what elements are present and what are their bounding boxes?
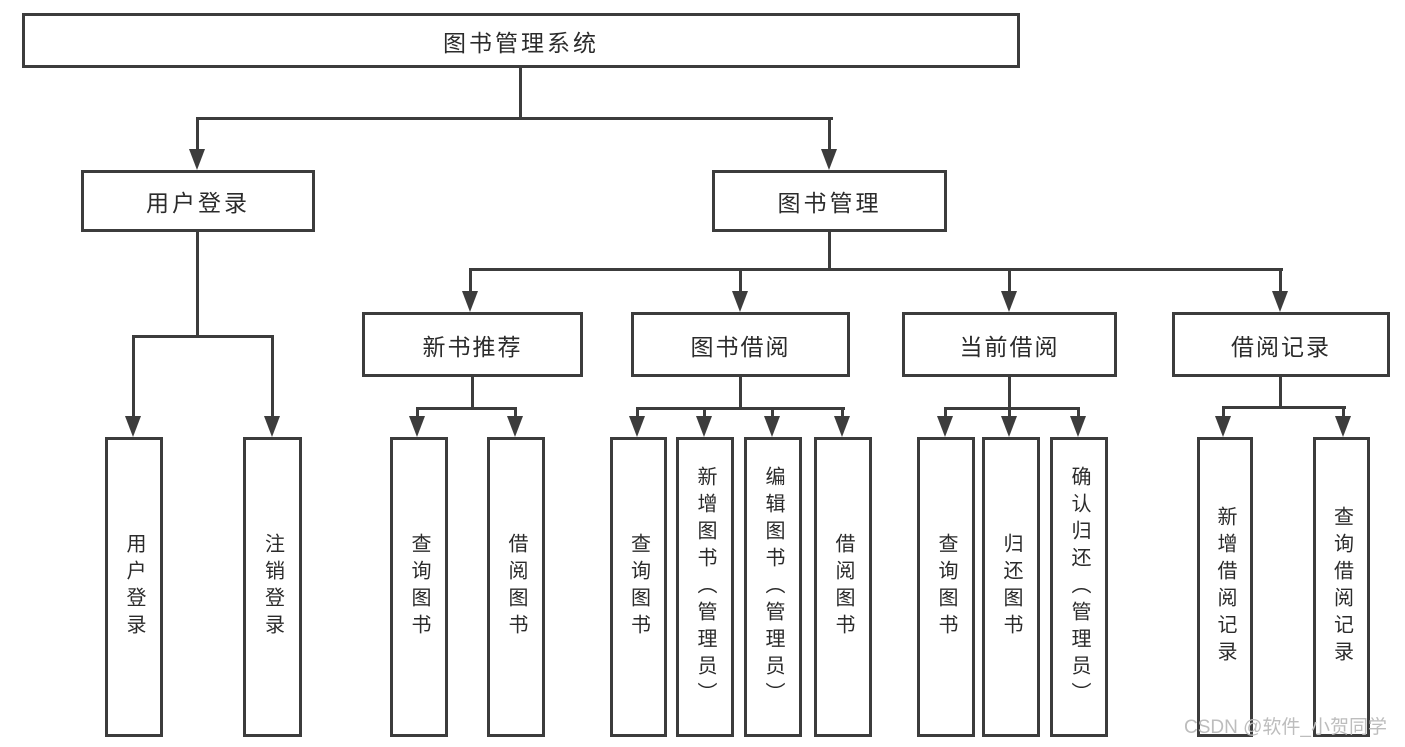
connector-bb-leaf1-line bbox=[636, 407, 639, 419]
leaf-add-books-admin: 新增图书（管理员） bbox=[676, 437, 734, 737]
connector-to-current-line bbox=[1008, 268, 1011, 294]
csdn-watermark: CSDN @软件_小贺同学 bbox=[1184, 717, 1387, 738]
arrowhead-bb-edit bbox=[764, 416, 780, 437]
connector-root-stem bbox=[519, 68, 522, 120]
leaf-confirm-return-admin: 确认归还（管理员） bbox=[1050, 437, 1108, 737]
arrowhead-bb-borrow bbox=[834, 416, 850, 437]
leaf-user-login: 用户登录 bbox=[105, 437, 163, 737]
connector-bb-leaf4-line bbox=[841, 407, 844, 419]
arrowhead-book-mgmt bbox=[821, 149, 837, 170]
node-book-borrow: 图书借阅 bbox=[631, 312, 850, 377]
connector-current-bar bbox=[944, 407, 1080, 410]
node-book-management: 图书管理 bbox=[712, 170, 947, 232]
connector-rec-leaf1-line bbox=[416, 407, 419, 419]
node-borrow-records: 借阅记录 bbox=[1172, 312, 1390, 377]
node-current-borrow: 当前借阅 bbox=[902, 312, 1117, 377]
connector-records-bar bbox=[1222, 406, 1346, 409]
connector-cb-leaf3-line bbox=[1077, 407, 1080, 419]
arrowhead-br-query bbox=[1335, 416, 1351, 437]
arrowhead-user-login bbox=[189, 149, 205, 170]
connector-current-stem bbox=[1008, 377, 1011, 410]
arrowhead-leaf-login bbox=[125, 416, 141, 437]
connector-to-leaf-logout-line bbox=[271, 335, 274, 418]
connector-bb-leaf3-line bbox=[771, 407, 774, 419]
leaf-logout: 注销登录 bbox=[243, 437, 302, 737]
leaf-borrow-books: 借阅图书 bbox=[814, 437, 872, 737]
arrowhead-leaf-logout bbox=[264, 416, 280, 437]
leaf-borrow-query-books: 查询图书 bbox=[610, 437, 667, 737]
connector-rec-leaf2-line bbox=[514, 407, 517, 419]
connector-user-login-bar bbox=[132, 335, 274, 338]
arrowhead-current bbox=[1001, 291, 1017, 312]
leaf-add-borrow-record: 新增借阅记录 bbox=[1197, 437, 1253, 737]
connector-recommend-stem bbox=[471, 377, 474, 410]
connector-records-stem bbox=[1279, 377, 1282, 409]
node-root-library-system: 图书管理系统 bbox=[22, 13, 1020, 68]
connector-bb-leaf2-line bbox=[703, 407, 706, 419]
connector-recommend-bar bbox=[416, 407, 517, 410]
leaf-query-borrow-record: 查询借阅记录 bbox=[1313, 437, 1370, 737]
arrowhead-br-add bbox=[1215, 416, 1231, 437]
connector-level1-bar bbox=[196, 117, 833, 120]
arrowhead-bb-query bbox=[629, 416, 645, 437]
connector-cb-leaf2-line bbox=[1008, 407, 1011, 419]
leaf-recommend-query-books: 查询图书 bbox=[390, 437, 448, 737]
arrowhead-records bbox=[1272, 291, 1288, 312]
connector-to-records-line bbox=[1279, 268, 1282, 294]
arrowhead-rec-query bbox=[409, 416, 425, 437]
connector-to-user-login-line bbox=[196, 117, 199, 151]
connector-br-leaf1-line bbox=[1222, 406, 1225, 419]
leaf-current-query-books: 查询图书 bbox=[917, 437, 975, 737]
connector-user-login-stem bbox=[196, 232, 199, 338]
node-user-login: 用户登录 bbox=[81, 170, 315, 232]
leaf-recommend-borrow-books: 借阅图书 bbox=[487, 437, 545, 737]
connector-to-book-mgmt-line bbox=[828, 117, 831, 151]
connector-br-leaf2-line bbox=[1342, 406, 1345, 419]
arrowhead-cb-confirm bbox=[1070, 416, 1086, 437]
arrowhead-bb-add bbox=[696, 416, 712, 437]
arrowhead-cb-return bbox=[1001, 416, 1017, 437]
connector-to-recommend-line bbox=[469, 268, 472, 294]
connector-to-borrow-line bbox=[739, 268, 742, 294]
leaf-return-books: 归还图书 bbox=[982, 437, 1040, 737]
connector-borrow-stem bbox=[739, 377, 742, 410]
connector-book-mgmt-stem bbox=[828, 232, 831, 271]
leaf-edit-books-admin: 编辑图书（管理员） bbox=[744, 437, 802, 737]
arrowhead-rec-borrow bbox=[507, 416, 523, 437]
node-new-book-recommend: 新书推荐 bbox=[362, 312, 583, 377]
connector-to-leaf-login-line bbox=[132, 335, 135, 418]
arrowhead-cb-query bbox=[937, 416, 953, 437]
arrowhead-recommend bbox=[462, 291, 478, 312]
arrowhead-borrow bbox=[732, 291, 748, 312]
connector-borrow-bar bbox=[636, 407, 845, 410]
connector-cb-leaf1-line bbox=[944, 407, 947, 419]
connector-level2-bar bbox=[469, 268, 1283, 271]
